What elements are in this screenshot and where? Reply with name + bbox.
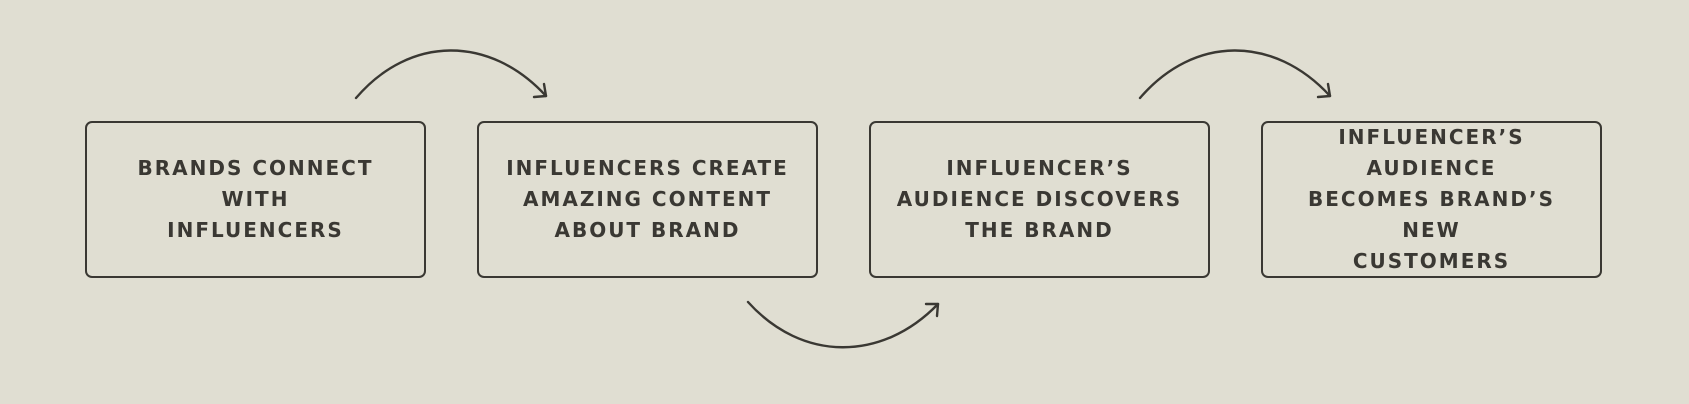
step-label-4: INFLUENCER’S AUDIENCE BECOMES BRAND’S NE… <box>1308 125 1555 273</box>
arrow-step-1-to-2 <box>354 49 548 100</box>
arrowhead-step-1-to-2 <box>532 82 548 99</box>
arrowhead-step-2-to-3 <box>924 302 940 318</box>
step-box-3: INFLUENCER’S AUDIENCE DISCOVERS THE BRAN… <box>869 121 1210 278</box>
step-box-1: BRANDS CONNECT WITH INFLUENCERS <box>85 121 426 278</box>
arrow-step-2-to-3 <box>746 300 940 349</box>
step-box-2: INFLUENCERS CREATE AMAZING CONTENT ABOUT… <box>477 121 818 278</box>
step-box-4: INFLUENCER’S AUDIENCE BECOMES BRAND’S NE… <box>1261 121 1602 278</box>
step-label-1: BRANDS CONNECT WITH INFLUENCERS <box>137 156 374 242</box>
step-label-2: INFLUENCERS CREATE AMAZING CONTENT ABOUT… <box>506 156 789 242</box>
step-label-3: INFLUENCER’S AUDIENCE DISCOVERS THE BRAN… <box>896 156 1183 242</box>
arrow-step-3-to-4 <box>1138 49 1332 100</box>
arrowhead-step-3-to-4 <box>1316 82 1332 99</box>
